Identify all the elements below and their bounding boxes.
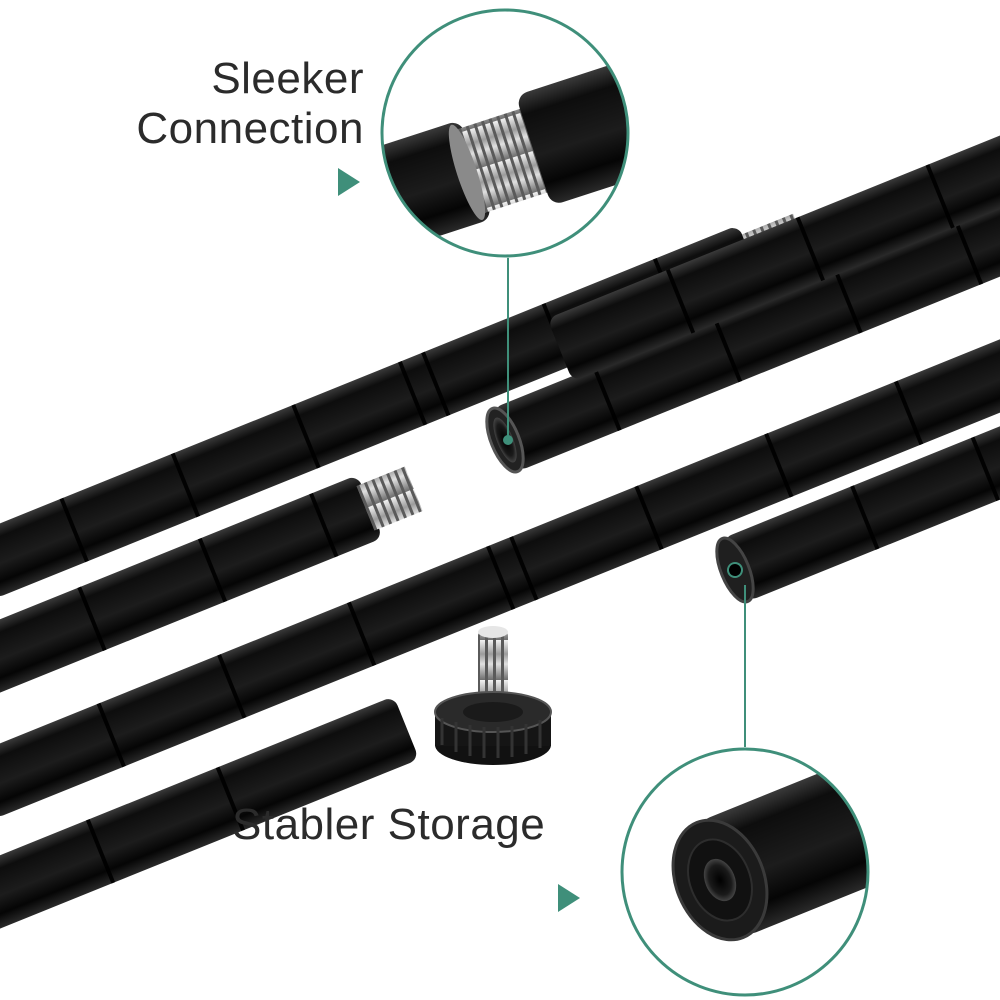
leader-lines [503,256,746,749]
callout-line-2: Connection [136,104,364,153]
pole [0,328,1000,816]
callout-stabler-storage: Stabler Storage [232,800,546,849]
callout-sleeker-connection: Sleeker Connection [136,54,364,154]
triangle-right-icon [338,168,360,196]
zoom-circle-top [380,8,630,258]
pole [0,466,423,696]
triangle-right-icon [558,884,580,912]
pole [550,111,1000,379]
pole-group [0,111,1000,936]
zoom-circle-bottom [620,747,870,997]
callout-line-1: Sleeker [211,54,364,103]
pole [0,699,417,936]
thumb-screw [434,626,552,765]
